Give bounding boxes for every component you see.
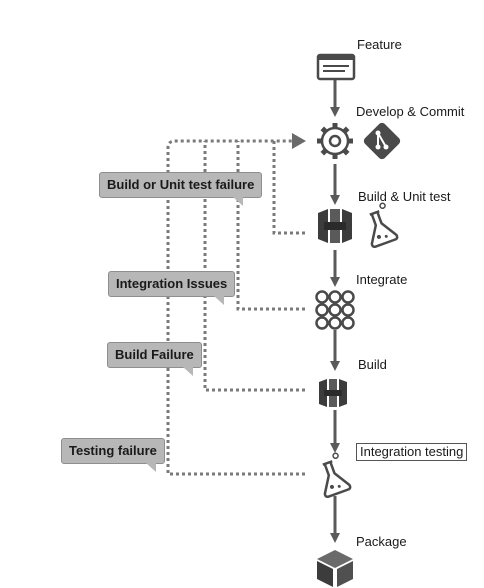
gear-icon bbox=[317, 123, 353, 159]
step-label-integration-testing: Integration testing bbox=[356, 443, 468, 461]
feature-icon bbox=[316, 53, 356, 81]
callout-build-failure: Build Failure bbox=[107, 342, 202, 376]
flask-icon-2 bbox=[322, 452, 352, 499]
loop-integration bbox=[236, 141, 305, 311]
loop-build-unit bbox=[272, 141, 305, 235]
callout-text: Integration Issues bbox=[116, 276, 228, 291]
step-label-integrate: Integrate bbox=[356, 272, 408, 287]
callout-testing-failure: Testing failure bbox=[61, 438, 165, 472]
callout-text: Testing failure bbox=[69, 443, 157, 458]
codebuild-icon-1 bbox=[318, 209, 352, 243]
step-label-package: Package bbox=[356, 534, 407, 549]
callout-tail bbox=[182, 367, 193, 376]
flask-icon-1 bbox=[369, 202, 399, 249]
loop-build bbox=[203, 141, 305, 392]
git-icon bbox=[363, 122, 401, 160]
callout-build-unit-test-failure: Build or Unit test failure bbox=[99, 172, 263, 206]
step-label-feature: Feature bbox=[357, 37, 402, 52]
package-icon bbox=[317, 550, 353, 587]
integrate-icon bbox=[315, 290, 355, 330]
loop-testing bbox=[166, 139, 305, 476]
callout-text: Build Failure bbox=[115, 347, 194, 362]
step-label-develop-commit: Develop & Commit bbox=[356, 104, 465, 119]
loop-return-arrowhead bbox=[292, 133, 306, 149]
callout-integration-issues: Integration Issues bbox=[108, 271, 236, 305]
callout-text: Build or Unit test failure bbox=[107, 177, 255, 192]
callout-tail bbox=[145, 463, 156, 472]
callout-tail bbox=[214, 296, 225, 305]
step-label-build: Build bbox=[358, 357, 387, 372]
callout-tail bbox=[233, 197, 244, 206]
codebuild-icon-2 bbox=[319, 379, 347, 407]
step-label-build-unit-test: Build & Unit test bbox=[358, 189, 451, 204]
failure-loops bbox=[166, 139, 305, 476]
